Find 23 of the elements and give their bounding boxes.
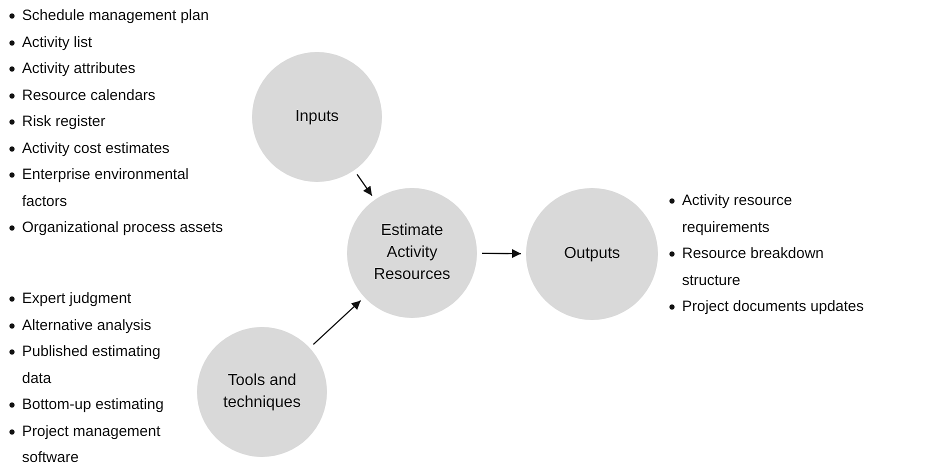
arrow — [482, 249, 521, 258]
bullet-item: Schedule management plan — [22, 7, 209, 24]
bullet-item: Alternative analysis — [22, 316, 152, 334]
bullet-item: Published estimating data — [22, 343, 160, 386]
bullet-item: Project management software — [22, 422, 160, 466]
node-label: Tools and techniques — [222, 371, 302, 413]
bullet-item: Activity cost estimates — [22, 140, 170, 156]
node-label: Inputs — [295, 107, 339, 127]
bullet-item: Activity attributes — [22, 60, 136, 77]
bullet-item: Organizational process assets — [22, 219, 223, 236]
bullet-item: Expert judgment — [22, 290, 132, 307]
bullet-item: Enterprise environmental factors — [22, 166, 189, 210]
bullet-item: Resource calendars — [22, 86, 156, 104]
node-label: Outputs — [564, 244, 620, 264]
bullet-item: Risk register — [22, 113, 106, 130]
bullet-item: Project documents updates — [682, 298, 864, 315]
arrow — [312, 300, 362, 345]
node-label: Estimate Activity Resources — [372, 221, 452, 285]
bullet-item: Bottom-up estimating — [22, 396, 164, 413]
bullet-item: Resource breakdown structure — [682, 245, 824, 288]
arrow — [356, 174, 372, 196]
bullet-item: Activity resource requirements — [682, 192, 792, 236]
bullet-item: Activity list — [22, 34, 92, 50]
